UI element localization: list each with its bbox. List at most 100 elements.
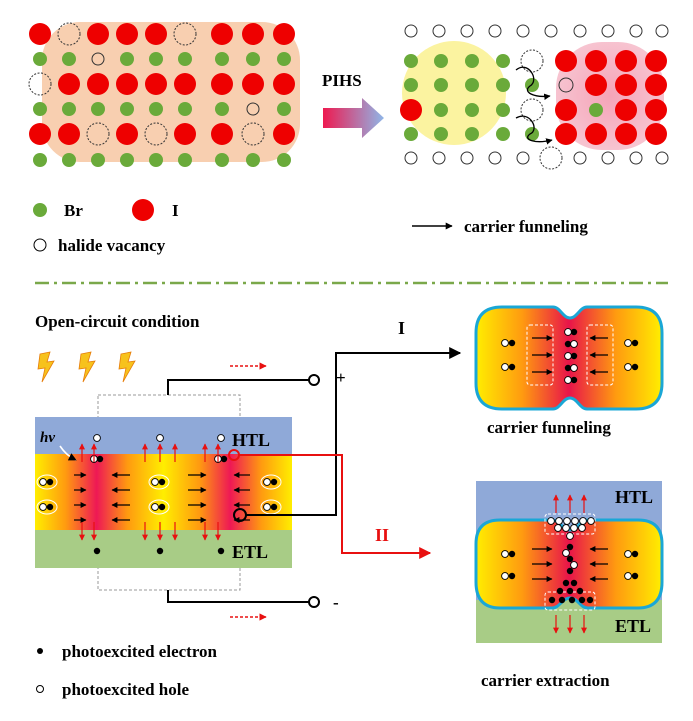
htl-label: HTL (232, 430, 270, 450)
etl-label: ETL (232, 542, 268, 562)
i-ion (273, 73, 295, 95)
hole (578, 524, 586, 532)
hole (39, 478, 47, 486)
panel-carrier-funneling: carrier funneling (474, 305, 664, 437)
selection-box-right (586, 324, 614, 386)
i-ion (645, 123, 667, 145)
i-ion (273, 23, 295, 45)
electron (586, 596, 594, 604)
br-ion (496, 54, 510, 68)
panel-carrier-extraction: HTL ETL carrier extraction (474, 481, 664, 690)
br-legend-label: Br (64, 201, 83, 220)
hole (563, 517, 571, 525)
hole (624, 550, 632, 558)
br-ion (178, 102, 192, 116)
br-ion (434, 103, 448, 117)
panel-etl-label: ETL (615, 616, 651, 636)
hole (263, 503, 271, 511)
hole (579, 517, 587, 525)
hole (501, 339, 509, 347)
br-ion (496, 127, 510, 141)
hole (564, 376, 572, 384)
plus-label: + (336, 368, 346, 387)
hole (564, 352, 572, 360)
device-stack: HTL ETL hv (35, 394, 292, 591)
br-ion (120, 52, 134, 66)
electron (96, 455, 104, 463)
electron (562, 579, 570, 587)
electron (220, 455, 228, 463)
i-ion (145, 73, 167, 95)
electron (158, 478, 166, 486)
etl-layer (35, 530, 292, 568)
halide-vacancy (488, 151, 502, 165)
i-legend-label: I (172, 201, 179, 220)
br-ion (465, 78, 479, 92)
positive-terminal (308, 374, 320, 386)
electron (631, 550, 639, 558)
electron (570, 579, 578, 587)
electron (566, 543, 574, 551)
funneling-arrows (515, 66, 553, 145)
hole-extraction-box (544, 513, 596, 535)
br-ion (434, 127, 448, 141)
br-ion (178, 153, 192, 167)
hole (263, 478, 271, 486)
vacancy-legend-circle (33, 238, 47, 252)
br-ion (33, 52, 47, 66)
halide-vacancy (573, 151, 587, 165)
funneling-legend-label: carrier funneling (464, 217, 588, 236)
circuit-wires (167, 347, 462, 621)
halide-vacancy (601, 151, 615, 165)
halide-vacancy (516, 151, 530, 165)
electron (566, 555, 574, 563)
i-ion (585, 123, 607, 145)
hole (566, 532, 574, 540)
br-ion (149, 102, 163, 116)
halide-vacancy (520, 98, 544, 122)
br-ion (404, 127, 418, 141)
br-ion (246, 52, 260, 66)
electron (156, 547, 164, 555)
electron (576, 587, 584, 595)
hole (555, 517, 563, 525)
electron (93, 547, 101, 555)
br-ion (91, 102, 105, 116)
route-two-label: II (375, 525, 389, 545)
i-ion (555, 123, 577, 145)
i-ion (645, 99, 667, 121)
br-ion (215, 52, 229, 66)
br-ion (525, 127, 539, 141)
hole (151, 478, 159, 486)
electron (548, 596, 556, 604)
i-ion (585, 74, 607, 96)
panel-two-caption: carrier extraction (481, 671, 610, 690)
photon-arrow (59, 445, 77, 461)
hole-legend-label: photoexcited hole (62, 680, 189, 699)
hole (501, 363, 509, 371)
i-rich-domain (556, 42, 664, 150)
electron (570, 376, 578, 384)
hv-label: hv (40, 430, 55, 446)
halide-vacancy (558, 77, 574, 93)
i-ion (615, 123, 637, 145)
halide-vacancy (460, 151, 474, 165)
br-ion (277, 52, 291, 66)
electron (508, 550, 516, 558)
selection-box-left (526, 324, 554, 386)
top-lattice-after (400, 24, 669, 170)
i-ion (87, 73, 109, 95)
hole (624, 339, 632, 347)
exciton-halo (260, 474, 282, 490)
i-ion (116, 23, 138, 45)
br-ion (496, 103, 510, 117)
br-ion (120, 102, 134, 116)
br-ion (465, 127, 479, 141)
br-legend-dot (33, 203, 47, 217)
hole (156, 434, 164, 442)
electron (631, 339, 639, 347)
hole (562, 549, 570, 557)
exciton-halo (148, 499, 170, 515)
hole (570, 364, 578, 372)
br-ion (404, 78, 418, 92)
